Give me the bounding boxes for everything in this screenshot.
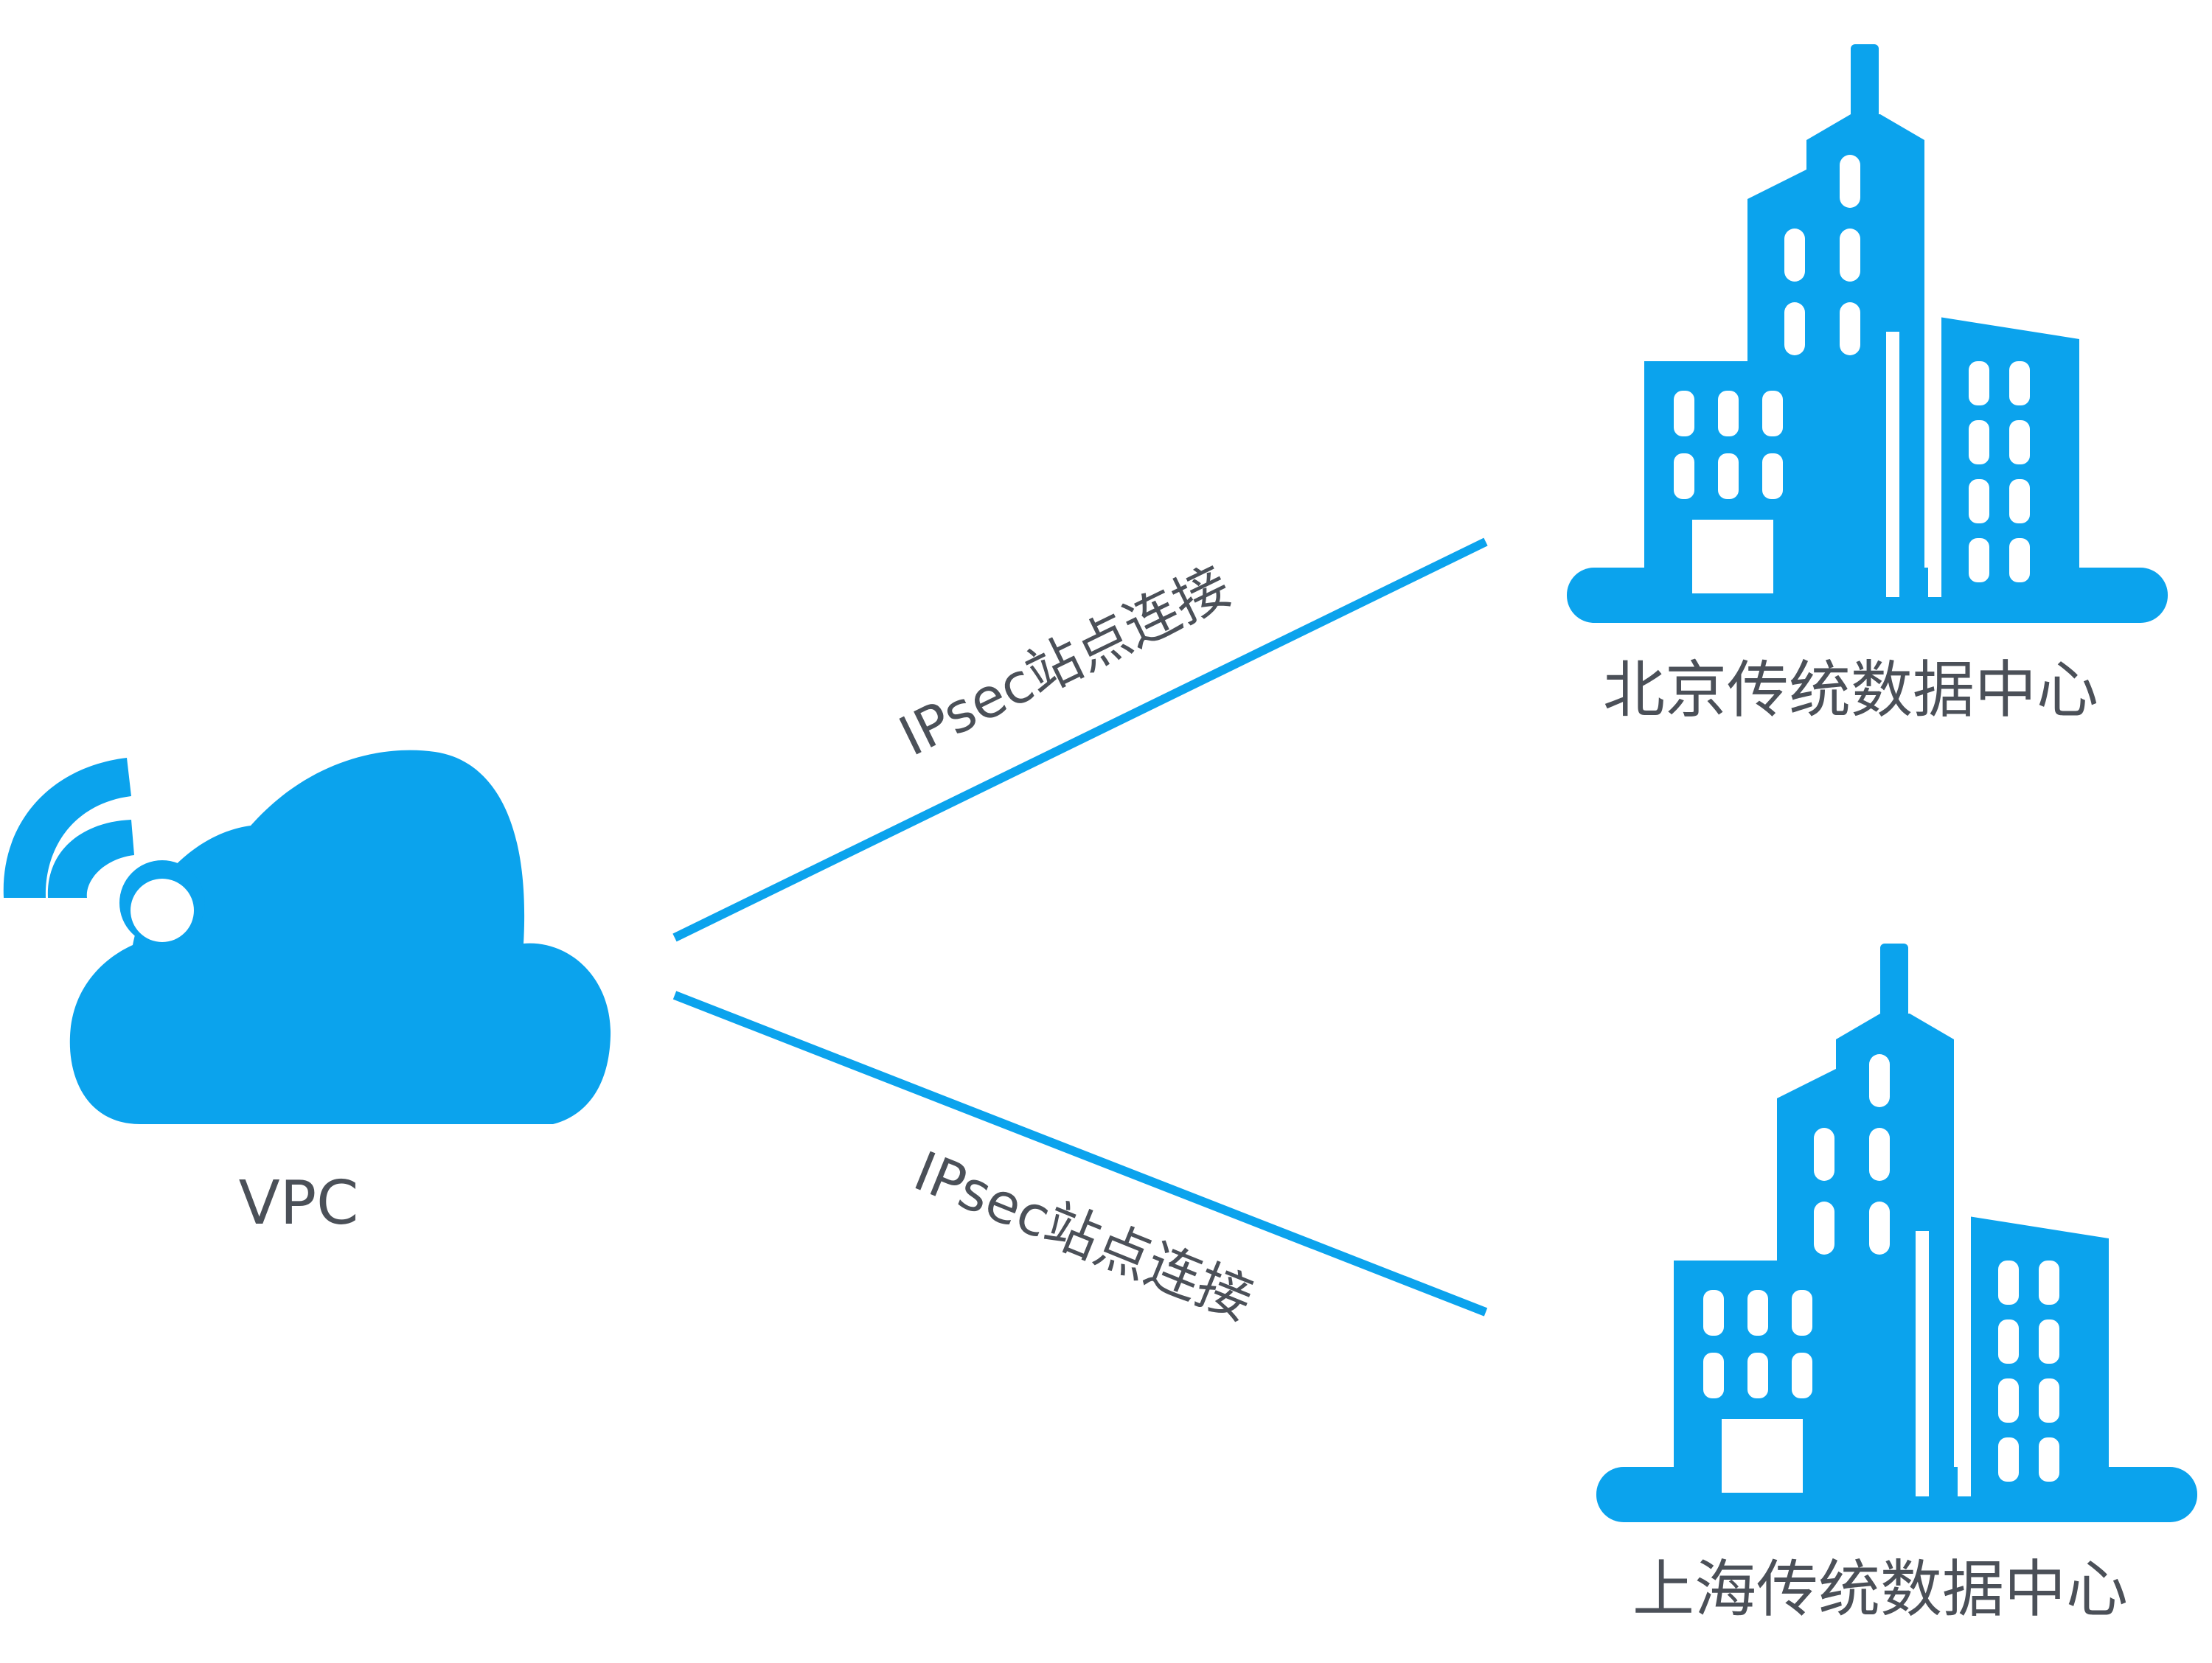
connection-line-shanghai: [672, 991, 1488, 1317]
cloud-wifi-icon: [3, 750, 611, 1124]
buildings-icon-shanghai: [1596, 944, 2197, 1522]
connection-label-beijing: IPsec站点连接: [890, 554, 1239, 768]
buildings-icon-beijing: [1567, 44, 2168, 623]
connection-label-shanghai: IPsec站点连接: [905, 1140, 1262, 1333]
beijing-label: 北京传统数据中心: [1603, 654, 2098, 726]
vpc-label: VPC: [239, 1168, 359, 1238]
shanghai-label: 上海传统数据中心: [1632, 1553, 2128, 1625]
connection-line-beijing: [672, 537, 1488, 942]
wifi-node-dot: [131, 879, 194, 942]
